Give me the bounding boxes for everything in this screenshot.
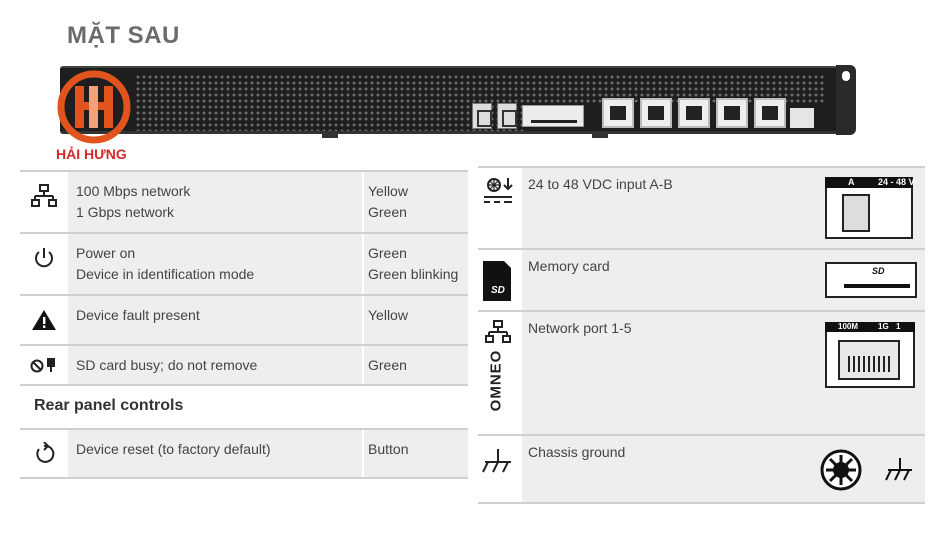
- row-description: 24 to 48 VDC input A-B: [522, 168, 814, 248]
- sd-card-icon: SD: [482, 260, 512, 307]
- network-port-1: [602, 98, 634, 128]
- network-icon: [485, 320, 511, 349]
- row-led-color: Green: [362, 346, 468, 384]
- dc-connector-image: A 24 - 48 V: [814, 168, 925, 248]
- reset-icon: [20, 430, 68, 478]
- dc-input-icon: [482, 176, 514, 211]
- row-description: Memory card: [522, 250, 814, 310]
- sd-slot-image: SD: [814, 250, 925, 310]
- network-port-5: [754, 98, 786, 128]
- row-description: Device fault present: [68, 296, 362, 344]
- network-port-4: [716, 98, 748, 128]
- brand-logo: [55, 68, 133, 146]
- sd-busy-icon: [20, 346, 68, 384]
- row-description: Network port 1-5: [522, 312, 814, 434]
- power-connector-b: [497, 103, 517, 129]
- section-title: Rear panel controls: [34, 397, 184, 414]
- sd-card-slot: [522, 105, 584, 127]
- row-description: Device reset (to factory default): [68, 430, 362, 478]
- network-icon: [20, 172, 68, 232]
- ground-terminal: [790, 108, 814, 128]
- brand-name: HẢI HƯNG: [56, 146, 127, 162]
- network-port-3: [678, 98, 710, 128]
- network-port-2: [640, 98, 672, 128]
- table-row: Device fault present Yellow: [20, 294, 468, 344]
- chassis-ground-icon: [482, 448, 512, 481]
- row-control-type: Button: [362, 430, 468, 478]
- row-description: SD card busy; do not remove: [68, 346, 362, 384]
- row-description: Chassis ground: [522, 436, 814, 502]
- omneo-label: OMNEO: [487, 349, 505, 412]
- ground-symbol-image: [814, 436, 925, 502]
- table-row: Device reset (to factory default) Button: [20, 428, 468, 478]
- table-row: SD card busy; do not remove Green: [20, 344, 468, 384]
- row-led-color: Yellow: [362, 296, 468, 344]
- page-title: MẶT SAU: [67, 22, 180, 49]
- power-icon: [20, 234, 68, 294]
- power-connector-a: [472, 103, 492, 129]
- network-port-image: 100M 1G 1: [814, 312, 925, 434]
- svg-text:SD: SD: [491, 285, 505, 296]
- warning-icon: [20, 296, 68, 344]
